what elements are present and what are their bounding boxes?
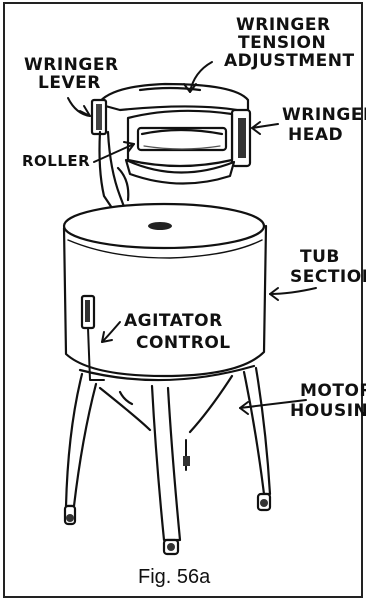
label-agitator-2: CONTROL bbox=[136, 333, 231, 353]
label-motor-1: MOTOR bbox=[300, 381, 366, 401]
wringer-head-drawing bbox=[92, 84, 250, 214]
label-tub-1: TUB bbox=[300, 247, 340, 267]
label-roller: ROLLER bbox=[22, 152, 90, 170]
label-wringer-head-1: WRINGER bbox=[282, 105, 366, 125]
label-wringer-lever-2: LEVER bbox=[38, 73, 101, 93]
tub-drawing bbox=[64, 204, 266, 380]
label-tension-2: TENSION bbox=[238, 33, 326, 53]
label-agitator-1: AGITATOR bbox=[124, 311, 223, 331]
label-tension-1: WRINGER bbox=[236, 15, 331, 35]
label-tub-2: SECTION bbox=[290, 267, 366, 287]
label-wringer-lever-1: WRINGER bbox=[24, 55, 119, 75]
figure-caption: Fig. 56a bbox=[138, 566, 211, 588]
motor-housing-drawing bbox=[65, 366, 270, 554]
label-tension-3: ADJUSTMENT bbox=[224, 51, 355, 71]
label-wringer-head-2: HEAD bbox=[288, 125, 343, 145]
label-motor-2: HOUSING bbox=[290, 401, 366, 421]
